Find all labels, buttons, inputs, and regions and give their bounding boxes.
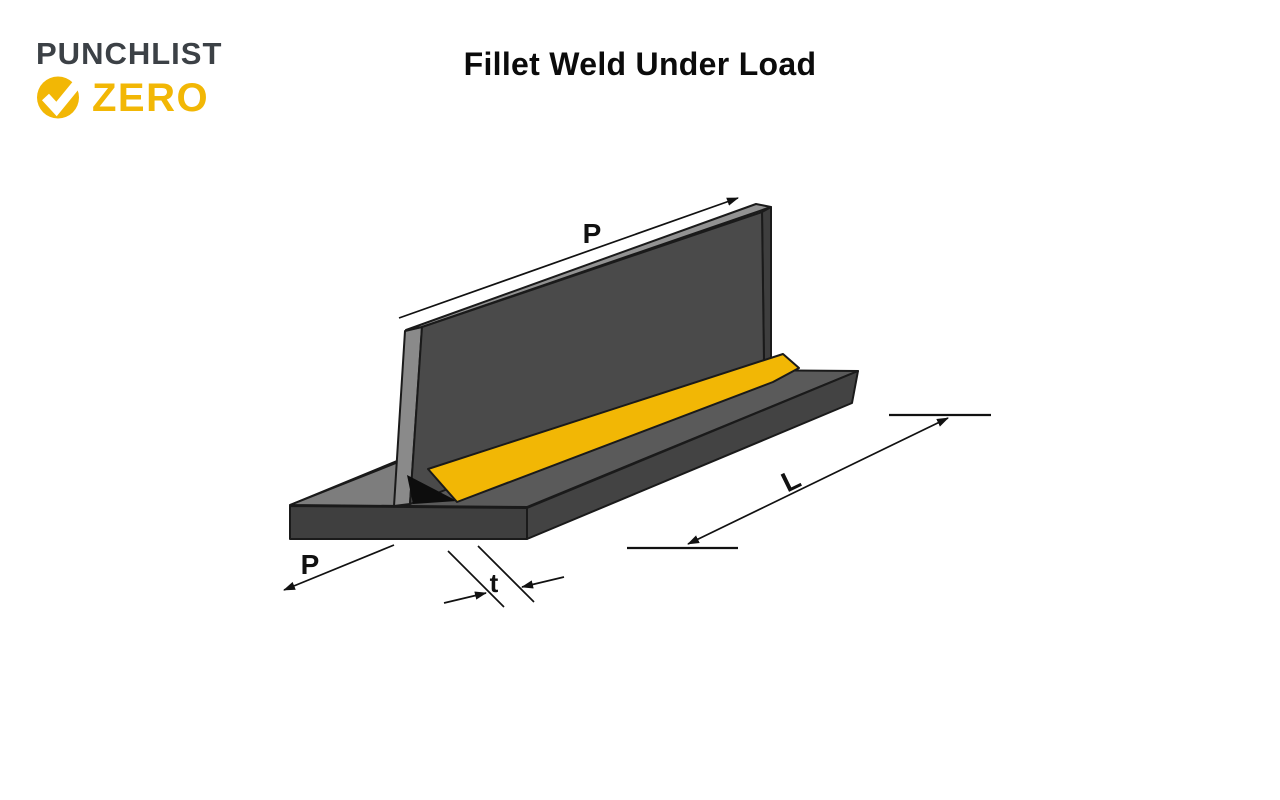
t-extension-line-right <box>477 545 535 603</box>
p-bottom-label: P <box>301 549 320 580</box>
check-circle-icon <box>37 76 81 119</box>
logo-wordmark-punchlist: PUNCHLIST <box>36 36 223 71</box>
logo-wordmark-zero: ZERO <box>92 75 210 120</box>
punchlist-zero-logo: PUNCHLIST ZERO <box>36 38 222 120</box>
p-bottom-arrow-icon <box>283 544 395 591</box>
logo-row: ZERO <box>36 75 222 120</box>
base-plate-front-face <box>289 505 528 540</box>
t-arrow-left-icon <box>443 591 487 604</box>
diagram-title: Fillet Weld Under Load <box>463 46 817 82</box>
p-top-arrow-icon <box>398 197 739 319</box>
base-plate-top-face-left <box>289 458 407 507</box>
t-extension-line-left <box>447 550 505 608</box>
l-arrow-icon <box>687 417 949 545</box>
weld-root-shadow-icon <box>407 475 457 504</box>
fillet-weld-bead <box>427 353 800 503</box>
dimension-p-top: P <box>398 197 739 319</box>
dimension-thickness: t <box>443 545 565 608</box>
t-label: t <box>490 568 499 598</box>
dimension-p-bottom: P <box>283 544 395 591</box>
p-top-label: P <box>583 218 602 249</box>
t-arrow-right-icon <box>521 576 565 589</box>
l-label: L <box>776 463 805 498</box>
